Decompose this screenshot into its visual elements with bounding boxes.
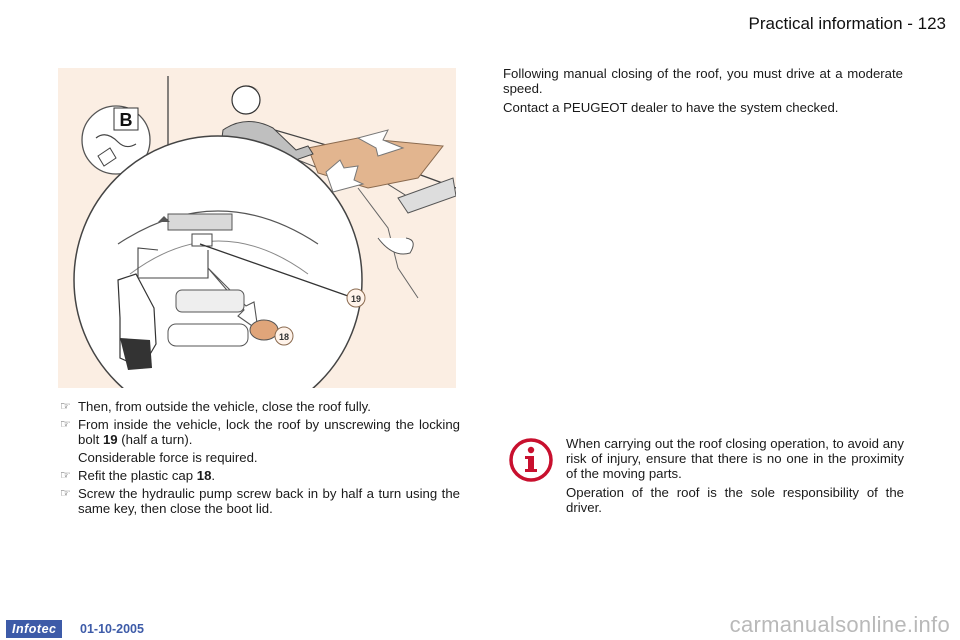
dealer-note: Contact a PEUGEOT dealer to have the sys… xyxy=(503,100,839,115)
list-item: ☞ Refit the plastic cap 18. xyxy=(60,468,216,483)
pointing-hand-icon: ☞ xyxy=(60,399,71,413)
footer-date: 01-10-2005 xyxy=(80,622,144,636)
safety-paragraph: When carrying out the roof closing opera… xyxy=(566,436,904,481)
infotec-badge: Infotec xyxy=(6,620,63,638)
list-item: ☞ From inside the vehicle, lock the roof… xyxy=(60,417,460,447)
info-icon xyxy=(509,438,553,482)
pointing-hand-icon: ☞ xyxy=(60,417,71,431)
pointing-hand-icon: ☞ xyxy=(60,486,71,500)
watermark-text: carmanualsonline.info xyxy=(729,612,950,637)
page-footer: Infotec 01-10-2005 carmanualsonline.info xyxy=(0,612,960,640)
label-b: B xyxy=(120,110,133,130)
safety-info: When carrying out the roof closing opera… xyxy=(566,436,904,519)
callout-18: 18 xyxy=(279,332,289,342)
page-header: Practical information - 123 xyxy=(748,14,946,33)
pointing-hand-icon: ☞ xyxy=(60,468,71,482)
closing-note: Following manual closing of the roof, yo… xyxy=(503,66,903,96)
roof-closing-illustration: B 18 19 xyxy=(58,68,456,388)
illustration-drawing: B 18 19 xyxy=(73,76,456,388)
responsibility-paragraph: Operation of the roof is the sole respon… xyxy=(566,485,904,515)
closing-notes: Following manual closing of the roof, yo… xyxy=(503,66,903,119)
instruction-list: ☞ Then, from outside the vehicle, close … xyxy=(60,399,460,519)
list-item: ☞ Screw the hydraulic pump screw back in… xyxy=(60,486,460,516)
callout-19: 19 xyxy=(351,294,361,304)
list-item: ☞ Then, from outside the vehicle, close … xyxy=(60,399,371,414)
list-note: Considerable force is required. xyxy=(78,450,258,465)
